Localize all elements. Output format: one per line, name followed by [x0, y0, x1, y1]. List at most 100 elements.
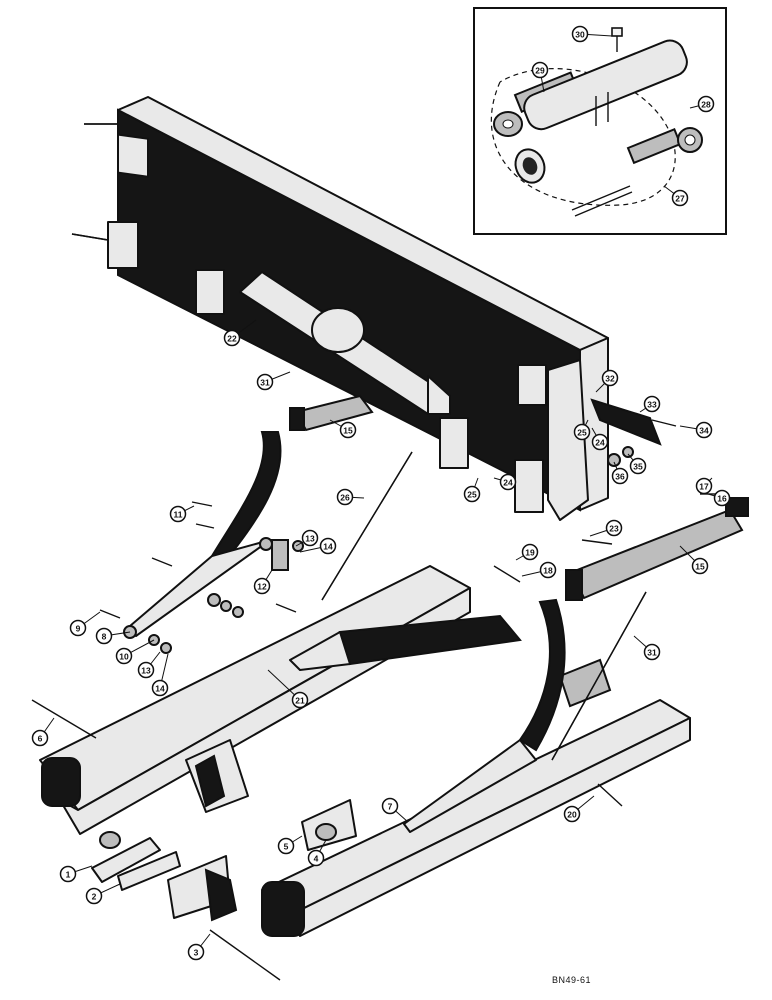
callout-number: 30 — [575, 30, 585, 40]
callout-number: 9 — [76, 624, 81, 634]
callout-23: 23 — [589, 519, 623, 537]
washer-35 — [622, 446, 634, 458]
callout-number: 1 — [66, 870, 71, 880]
callout-number: 12 — [257, 582, 267, 592]
callout-number: 14 — [155, 684, 165, 694]
callout-number: 4 — [314, 854, 319, 864]
callout-18: 18 — [521, 561, 557, 579]
callout-number: 22 — [227, 334, 237, 344]
callout-25a: 25 — [573, 419, 591, 441]
callout-4: 4 — [307, 839, 327, 867]
callout-number: 29 — [535, 66, 545, 76]
callout-number: 15 — [695, 562, 705, 572]
callout-bubble — [277, 837, 295, 855]
brace-link-26 — [321, 451, 413, 601]
callout-number: 5 — [284, 842, 289, 852]
callout-bubble — [573, 423, 591, 441]
brace-arm-right — [403, 598, 566, 833]
hydraulic-cylinder-15-upper — [289, 394, 374, 432]
callout-number: 15 — [343, 426, 353, 436]
callout-number: 31 — [647, 648, 657, 658]
callout-bubble — [521, 543, 539, 561]
callout-number: 14 — [323, 542, 333, 552]
callout-bubble — [697, 95, 715, 113]
callout-number: 21 — [295, 696, 305, 706]
callout-30: 30 — [571, 25, 613, 43]
drawing-code-label: BN49-61 — [552, 975, 592, 985]
bolt-30 — [611, 27, 623, 52]
callout-7: 7 — [381, 797, 409, 823]
hydraulic-cylinder-15-lower — [565, 497, 749, 601]
callout-number: 3 — [194, 948, 199, 958]
callout-31b: 31 — [633, 635, 661, 661]
callout-11: 11 — [169, 505, 195, 523]
callout-28: 28 — [689, 95, 715, 113]
callout-31a: 31 — [256, 371, 291, 391]
callout-10: 10 — [115, 639, 155, 665]
callout-number: 13 — [141, 666, 151, 676]
dozer-blade-22 — [107, 96, 609, 521]
callout-bubble — [115, 647, 133, 665]
callout-12: 12 — [253, 569, 273, 595]
callout-number: 19 — [525, 548, 535, 558]
callout-bubble — [59, 865, 77, 883]
callout-9: 9 — [69, 611, 101, 637]
callout-number: 6 — [38, 734, 43, 744]
callout-13a: 13 — [295, 529, 319, 547]
callout-number: 26 — [340, 493, 350, 503]
callout-27: 27 — [663, 185, 689, 207]
callout-19: 19 — [515, 543, 539, 561]
callout-number: 16 — [717, 494, 727, 504]
callout-bubble — [695, 421, 713, 439]
callout-bubble — [137, 661, 155, 679]
callout-13b: 13 — [137, 651, 161, 679]
callout-bubble — [539, 561, 557, 579]
callout-32: 32 — [595, 369, 619, 393]
callout-35: 35 — [627, 453, 647, 475]
trunnion-bracket-center — [167, 855, 238, 922]
callout-bubble — [151, 679, 169, 697]
callout-25b: 25 — [463, 477, 481, 503]
callout-bubble — [671, 189, 689, 207]
callout-6: 6 — [31, 717, 55, 747]
callout-number: 28 — [701, 100, 711, 110]
callout-number: 18 — [543, 566, 553, 576]
tie-rod-end-27 — [571, 127, 703, 217]
callout-number: 35 — [633, 462, 643, 472]
bolt-34 — [651, 419, 677, 427]
callout-21: 21 — [267, 669, 309, 709]
callout-number: 33 — [647, 400, 657, 410]
callout-bubble — [95, 627, 113, 645]
brace-arm-left — [129, 431, 282, 637]
bolt-6 — [31, 699, 97, 739]
callout-17: 17 — [695, 477, 713, 495]
brace-link-31 — [551, 591, 647, 761]
callout-bubble — [601, 369, 619, 387]
callout-number: 17 — [699, 482, 709, 492]
callout-number: 34 — [699, 426, 709, 436]
nut-36 — [607, 453, 621, 467]
callout-bubble — [643, 643, 661, 661]
callout-number: 24 — [503, 478, 513, 488]
callout-bubble — [253, 577, 271, 595]
callout-number: 8 — [102, 632, 107, 642]
callout-number: 25 — [467, 490, 477, 500]
callout-bubble — [85, 887, 103, 905]
callout-number: 32 — [605, 374, 615, 384]
callout-bubble — [336, 488, 354, 506]
callout-bubble — [187, 943, 205, 961]
bolt-3 — [209, 929, 281, 981]
callout-bubble — [291, 691, 309, 709]
callout-bubble — [169, 505, 187, 523]
callout-29: 29 — [531, 61, 549, 93]
callout-bubble — [629, 457, 647, 475]
callout-number: 23 — [609, 524, 619, 534]
callout-number: 36 — [615, 472, 625, 482]
push-arm-21 — [39, 565, 522, 835]
callout-36: 36 — [611, 461, 629, 485]
callout-24b: 24 — [493, 473, 517, 491]
callout-bubble — [31, 729, 49, 747]
callout-number: 31 — [260, 378, 270, 388]
inset-detail-box — [473, 7, 727, 235]
callout-bubble — [531, 61, 549, 79]
